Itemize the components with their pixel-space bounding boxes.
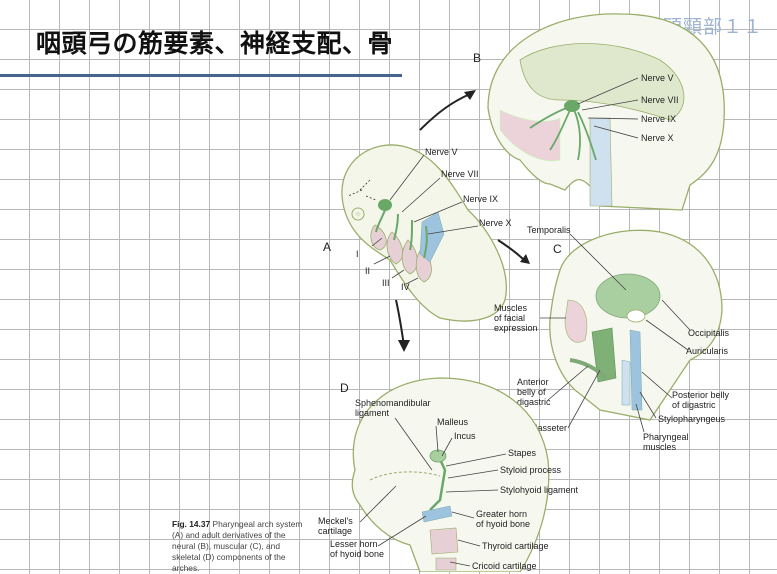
label-auricularis: Auricularis [686, 346, 729, 356]
panel-a-arch-3 [401, 239, 418, 275]
panel-d-meckel-cartilage [369, 471, 441, 481]
panel-c-facial-muscles [564, 299, 588, 343]
label-pharyngeal-muscles: muscles [643, 442, 677, 452]
label-occipitalis: Occipitalis [688, 328, 730, 338]
panel-a-eye-lens [355, 211, 361, 217]
label-lesser-horn: Lesser horn [330, 539, 378, 549]
panel-b-nerve-label: Nerve V [641, 73, 674, 83]
panel-d-letter: D [340, 381, 349, 395]
label-styloid: Styloid process [500, 465, 562, 475]
label-sphenomandibular: ligament [355, 408, 390, 418]
panel-a-ganglion [378, 199, 392, 211]
panel-a-nerve-label: Nerve IX [463, 194, 498, 204]
panel-c-pharyngeal [621, 359, 631, 406]
panel-d-thyroid-cartilage [429, 527, 459, 555]
slide-title: 咽頭弓の筋要素、神経支配、骨 [36, 29, 394, 58]
panel-a-nerve-label: Nerve X [479, 218, 512, 228]
panel-c-head-outline [549, 229, 723, 421]
figure-caption-text: Pharyngeal arch system (A) and adult der… [172, 519, 303, 573]
label-temporalis: Temporalis [527, 225, 571, 235]
label-meckel: Meckel's [318, 516, 353, 526]
panel-a-nerve-label: Nerve VII [441, 169, 479, 179]
label-cricoid-cartilage: Cricoid cartilage [472, 561, 537, 571]
title-underline [0, 74, 402, 77]
panel-c-temporalis [595, 273, 661, 319]
panel-a-eye [351, 207, 365, 221]
panel-a-dotted-arrows [347, 179, 377, 201]
arrow-heads [398, 90, 530, 352]
panel-a-arch-2 [386, 231, 404, 265]
panel-d-ossicle-chain [429, 454, 447, 511]
label-thyroid-cartilage: Thyroid cartilage [482, 541, 549, 551]
panel-c-digastric [569, 358, 608, 380]
label-meckel: cartilage [318, 526, 352, 536]
label-sphenomandibular: Sphenomandibular [355, 398, 431, 408]
panel-a-letter: A [323, 240, 331, 254]
label-posterior-belly: of digastric [672, 400, 716, 410]
panel-d-cricoid-cartilage [435, 557, 457, 571]
label-incus: Incus [454, 431, 476, 441]
label-malleus: Malleus [437, 417, 469, 427]
label-stylohyoid: Stylohyoid ligament [500, 485, 579, 495]
label-masseter: Masseter [530, 423, 567, 433]
label-greater-horn: of hyoid bone [476, 519, 530, 529]
panel-b-nerve-label: Nerve X [641, 133, 674, 143]
panel-a: A Nerve V Nerve VII Nerve IX Nerve X I I… [323, 144, 512, 322]
panel-d: D Sphenomandibular ligament Malleus Incu… [318, 377, 579, 572]
panel-a-nerves [375, 209, 428, 259]
panel-c-stylopharyngeus [629, 329, 643, 411]
panel-b-ganglion [564, 100, 580, 112]
panel-b-leader-lines [577, 77, 639, 139]
panel-b-brain [519, 43, 685, 121]
label-stylopharyngeus: Stylopharyngeus [658, 414, 726, 424]
label-anterior-belly: belly of [517, 387, 546, 397]
panel-b-letter: B [473, 51, 481, 65]
panel-d-hyoid [421, 505, 453, 523]
panel-b-nasal [499, 109, 561, 162]
label-posterior-belly: Posterior belly [672, 390, 730, 400]
panel-a-arch-label: II [365, 266, 370, 276]
label-muscles-facial: Muscles [494, 303, 528, 313]
figure-caption-label: Fig. 14.37 [172, 519, 211, 529]
panel-c-leader-lines [540, 233, 691, 433]
panel-a-arch-label: III [382, 278, 390, 288]
panel-b-nerve-label: Nerve VII [641, 95, 679, 105]
panel-b: B Nerve V Nerve VII Nerve IX Nerve X [473, 13, 725, 211]
label-anterior-belly: digastric [517, 397, 551, 407]
panel-b-nerve-label: Nerve IX [641, 114, 676, 124]
panel-c-ear [626, 309, 646, 323]
label-muscles-facial: of facial [494, 313, 525, 323]
label-greater-horn: Greater horn [476, 509, 527, 519]
panel-c: C Temporalis Muscles of facial expressio… [494, 225, 730, 452]
label-pharyngeal-muscles: Pharyngeal [643, 432, 689, 442]
figure-caption: Fig. 14.37 Pharyngeal arch system (A) an… [172, 519, 310, 574]
label-stapes: Stapes [508, 448, 537, 458]
panel-c-letter: C [553, 242, 562, 256]
panel-a-nerve-label: Nerve V [425, 147, 458, 157]
panel-a-arch-label: I [356, 249, 359, 259]
label-lesser-horn: of hyoid bone [330, 549, 384, 559]
label-anterior-belly: Anterior [517, 377, 549, 387]
panel-d-leader-lines [359, 417, 507, 567]
panel-c-masseter [591, 327, 617, 383]
panel-a-leader-lines [371, 154, 479, 285]
panel-a-arch-label: IV [401, 282, 410, 292]
panel-b-spine [589, 117, 613, 207]
label-muscles-facial: expression [494, 323, 538, 333]
